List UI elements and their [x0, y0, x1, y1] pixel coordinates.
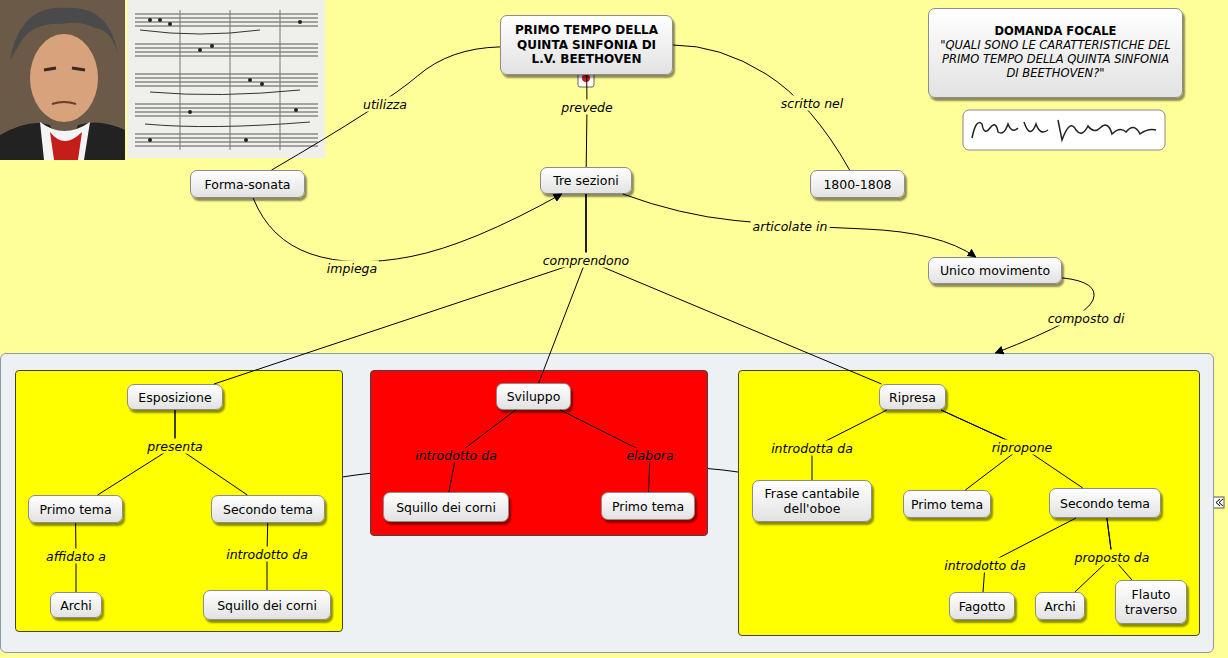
group-container: EsposizionePrimo tema Secondo temaArchi Sq… — [0, 353, 1214, 653]
link-line — [343, 473, 370, 477]
linking-phrase: elabora — [624, 448, 675, 463]
linking-phrase: affidato a — [44, 549, 108, 564]
node-text: PRIMO TEMPO DELLA QUINTA SINFONIA DI L.V… — [505, 23, 668, 66]
score-notes — [148, 18, 302, 142]
linking-phrase: introdotta da — [769, 441, 855, 456]
concept-box: Forma-sonata — [190, 170, 305, 198]
node-text: DOMANDA FOCALE — [995, 25, 1117, 39]
concept-box: 1800-1808 — [810, 170, 905, 198]
node-text: Secondo tema — [223, 502, 313, 517]
node-text: Unico movimento — [940, 263, 1050, 278]
link-line — [214, 194, 586, 384]
linking-phrase: ripropone — [990, 440, 1055, 455]
signature-box — [963, 110, 1165, 150]
node-text: 1800-1808 — [823, 177, 891, 192]
linking-phrase: prevede — [559, 100, 614, 115]
node-text: Ripresa — [889, 390, 936, 405]
signature-scribble — [972, 120, 1156, 140]
resource-icon-mark — [582, 74, 590, 82]
linking-phrase: comprendono — [541, 253, 632, 268]
node-text: Frase cantabile dell'oboe — [757, 486, 867, 516]
link-line — [673, 45, 850, 170]
linking-phrase: articolate in — [751, 219, 830, 234]
portrait-mouth — [52, 102, 76, 104]
link-line — [983, 518, 1076, 592]
concept-box: Sviluppo — [496, 383, 571, 410]
concept-box: Primo tema — [903, 490, 991, 518]
portrait-brows — [44, 68, 85, 70]
linking-phrase: presenta — [145, 439, 204, 454]
node-text: "QUALI SONO LE CARATTERISTICHE DEL PRIMO… — [935, 39, 1176, 80]
link-line — [539, 194, 586, 383]
linking-phrase: introdotto da — [224, 547, 310, 562]
portrait-collar — [40, 122, 90, 160]
node-text: Archi — [60, 598, 92, 613]
concept-box: Archi — [1035, 592, 1085, 620]
node-text: Primo tema — [39, 502, 111, 517]
linking-phrase: scritto nel — [779, 96, 846, 111]
concept-box: Esposizione — [127, 384, 223, 410]
link-line — [708, 469, 738, 472]
node-text: Archi — [1044, 599, 1076, 614]
node-text: Sviluppo — [507, 389, 561, 404]
node-text: Tre sezioni — [553, 173, 619, 188]
node-text: Fagotto — [959, 599, 1006, 614]
concept-box: Fagotto — [949, 592, 1015, 620]
concept-box: Squillo dei corni — [383, 492, 509, 522]
concept-box: Ripresa — [879, 384, 946, 410]
node-text: Squillo dei corni — [217, 598, 317, 613]
focus-question-box: DOMANDA FOCALE"QUALI SONO LE CARATTERIST… — [928, 8, 1183, 98]
score-scribbles — [140, 30, 310, 127]
concept-box: Squillo dei corni — [203, 590, 331, 620]
node-text: Flauto traverso — [1120, 587, 1182, 617]
link-line — [623, 194, 976, 257]
concept-box: Frase cantabile dell'oboe — [752, 480, 872, 522]
title-node: PRIMO TEMPO DELLA QUINTA SINFONIA DI L.V… — [500, 15, 673, 75]
linking-phrase: composto di — [1046, 311, 1127, 326]
concept-box: Primo tema — [28, 495, 123, 523]
concept-box: Secondo tema — [211, 495, 325, 523]
section-panel: RipresaFrase cantabile dell'oboe Primo te… — [738, 370, 1200, 636]
node-text: Squillo dei corni — [396, 500, 496, 515]
linking-phrase: utilizza — [361, 97, 409, 112]
link-line — [586, 75, 588, 167]
link-line — [253, 194, 562, 262]
linking-phrase: introdotto da — [942, 558, 1028, 573]
concept-box: Unico movimento — [928, 257, 1062, 284]
linking-phrase: proposto da — [1073, 550, 1152, 565]
node-text: Primo tema — [911, 497, 983, 512]
concept-box: Tre sezioni — [540, 167, 632, 194]
concept-box: Primo tema — [601, 492, 695, 520]
portrait-scarf — [50, 132, 82, 160]
link-line — [941, 410, 1083, 488]
node-text: Secondo tema — [1060, 496, 1150, 511]
node-text: Esposizione — [138, 390, 211, 405]
score-image — [127, 0, 325, 158]
linking-phrase: impiega — [325, 261, 379, 276]
node-text: Forma-sonata — [205, 177, 291, 192]
concept-box: Flauto traverso — [1115, 580, 1187, 624]
node-text: Primo tema — [612, 499, 684, 514]
concept-box: Archi — [50, 592, 102, 618]
link-line — [586, 194, 882, 384]
linking-phrase: introdotto da — [413, 448, 499, 463]
link-line — [272, 47, 500, 170]
portrait-face — [30, 34, 98, 122]
concept-box: Secondo tema — [1049, 488, 1161, 518]
score-staves — [135, 10, 318, 150]
section-panel: EsposizionePrimo tema Secondo temaArchi Sq… — [15, 370, 343, 632]
portrait-background — [0, 0, 125, 160]
